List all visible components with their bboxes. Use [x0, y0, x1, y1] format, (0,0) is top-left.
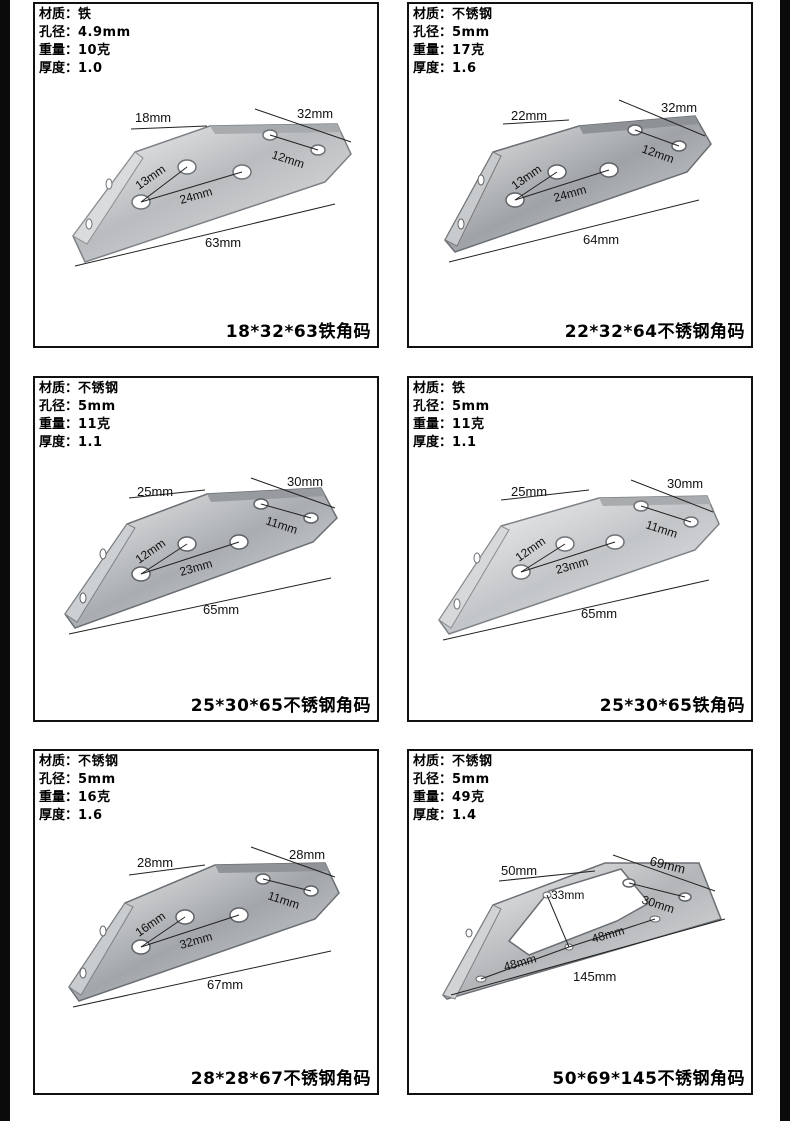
spec-hole-diameter: 孔径：5mm: [39, 399, 116, 414]
product-card-2: 材质：不锈钢 孔径：5mm 重量：17克 厚度：1.6 22mm 32mm 12…: [407, 2, 753, 348]
spec-thickness: 厚度：1.0: [39, 61, 103, 76]
spec-weight: 重量：11克: [39, 417, 111, 432]
dim-f-label: 63mm: [205, 235, 241, 250]
spec-weight: 重量：10克: [39, 43, 111, 58]
spec-material: 材质：不锈钢: [39, 754, 119, 769]
bracket-diagram: 18mm 32mm 12mm 13mm 24mm 63mm: [72, 106, 352, 267]
spec-hole-diameter: 孔径：5mm: [413, 772, 490, 787]
spec-list: 材质：不锈钢 孔径：5mm 重量：16克 厚度：1.6: [39, 753, 119, 825]
spec-list: 材质：铁 孔径：4.9mm 重量：10克 厚度：1.0: [39, 6, 131, 78]
dim-f-label: 67mm: [207, 977, 243, 992]
spec-hole-diameter: 孔径：5mm: [39, 772, 116, 787]
spec-material: 材质：不锈钢: [413, 754, 493, 769]
product-card-5: 材质：不锈钢 孔径：5mm 重量：16克 厚度：1.6 28mm 28mm 11…: [33, 749, 379, 1095]
spec-material: 材质：铁: [413, 381, 466, 396]
spec-weight: 重量：17克: [413, 43, 485, 58]
spec-list: 材质：不锈钢 孔径：5mm 重量：49克 厚度：1.4: [413, 753, 493, 825]
dim-f-label: 64mm: [583, 232, 619, 247]
spec-weight: 重量：49克: [413, 790, 485, 805]
dim-f-label: 65mm: [203, 602, 239, 617]
dim-c-label: 33mm: [551, 888, 584, 902]
dim-a-label: 28mm: [137, 855, 173, 870]
product-title: 18*32*63铁角码: [225, 322, 371, 342]
dim-a-label: 22mm: [511, 108, 547, 123]
spec-hole-diameter: 孔径：4.9mm: [39, 25, 131, 40]
bracket-diagram: 50mm 69mm 33mm 30mm 48mm 48mm 145mm: [442, 853, 726, 1000]
dim-b-label: 32mm: [661, 100, 697, 115]
spec-weight: 重量：11克: [413, 417, 485, 432]
spec-list: 材质：不锈钢 孔径：5mm 重量：17克 厚度：1.6: [413, 6, 493, 78]
dim-a-label: 50mm: [501, 863, 537, 878]
spec-list: 材质：不锈钢 孔径：5mm 重量：11克 厚度：1.1: [39, 380, 119, 452]
spec-thickness: 厚度：1.6: [39, 808, 103, 823]
dim-f-label: 145mm: [573, 969, 616, 984]
dim-f-label: 65mm: [581, 606, 617, 621]
right-dark-edge: [780, 0, 790, 1121]
product-title: 28*28*67不锈钢角码: [190, 1069, 371, 1089]
bracket-diagram: 28mm 28mm 11mm 16mm 32mm 67mm: [68, 846, 340, 1008]
dim-b-label: 30mm: [287, 474, 323, 489]
left-dark-edge: [0, 0, 10, 1121]
dim-a-label: 25mm: [137, 484, 173, 499]
dim-b-label: 30mm: [667, 476, 703, 491]
product-card-4: 材质：铁 孔径：5mm 重量：11克 厚度：1.1 25mm 30mm 11mm…: [407, 376, 753, 722]
product-card-6: 材质：不锈钢 孔径：5mm 重量：49克 厚度：1.4 50mm 69mm 33…: [407, 749, 753, 1095]
product-title: 22*32*64不锈钢角码: [564, 322, 745, 342]
dim-b-label: 28mm: [289, 847, 325, 862]
spec-material: 材质：不锈钢: [413, 7, 493, 22]
bracket-diagram: 22mm 32mm 12mm 13mm 24mm 64mm: [444, 99, 712, 263]
product-card-3: 材质：不锈钢 孔径：5mm 重量：11克 厚度：1.1 25mm 30mm 11…: [33, 376, 379, 722]
product-title: 50*69*145不锈钢角码: [552, 1069, 745, 1089]
bracket-diagram: 25mm 30mm 11mm 12mm 23mm 65mm: [64, 474, 338, 635]
spec-material: 材质：不锈钢: [39, 381, 119, 396]
spec-hole-diameter: 孔径：5mm: [413, 25, 490, 40]
spec-weight: 重量：16克: [39, 790, 111, 805]
bracket-diagram: 25mm 30mm 11mm 12mm 23mm 65mm: [438, 476, 720, 641]
spec-list: 材质：铁 孔径：5mm 重量：11克 厚度：1.1: [413, 380, 490, 452]
spec-thickness: 厚度：1.1: [413, 435, 477, 450]
dim-a-label: 25mm: [511, 484, 547, 499]
product-title: 25*30*65铁角码: [599, 696, 745, 716]
dim-b-label: 32mm: [297, 106, 333, 121]
spec-thickness: 厚度：1.6: [413, 61, 477, 76]
spec-thickness: 厚度：1.4: [413, 808, 477, 823]
product-card-1: 材质：铁 孔径：4.9mm 重量：10克 厚度：1.0 18mm 32mm 12…: [33, 2, 379, 348]
dim-a-label: 18mm: [135, 110, 171, 125]
spec-hole-diameter: 孔径：5mm: [413, 399, 490, 414]
spec-material: 材质：铁: [39, 7, 92, 22]
spec-thickness: 厚度：1.1: [39, 435, 103, 450]
product-title: 25*30*65不锈钢角码: [190, 696, 371, 716]
